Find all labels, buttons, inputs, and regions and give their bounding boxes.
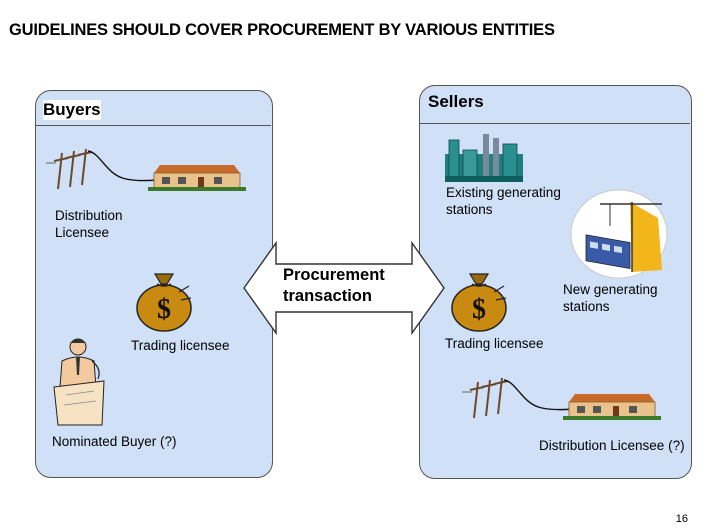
house-icon (148, 165, 246, 191)
svg-text:$: $ (157, 294, 171, 325)
speaker-at-podium-icon (53, 338, 105, 426)
new-generating-stations-label: New generating stations (563, 282, 658, 314)
power-plant-icon (445, 134, 523, 182)
existing-generating-stations-label: Existing generating stations (446, 185, 561, 217)
page-number: 16 (675, 513, 688, 525)
buyer-trading-licensee-label: Trading licensee (131, 338, 230, 353)
buyers-heading: Buyers (43, 100, 101, 120)
page-title: GUIDELINES SHOULD COVER PROCUREMENT BY V… (9, 21, 555, 39)
construction-crane-icon (570, 189, 668, 279)
svg-text:$: $ (472, 294, 486, 325)
money-bag-icon: $ (451, 273, 507, 332)
money-bag-icon: $ (136, 273, 192, 332)
procurement-double-arrow (243, 240, 445, 336)
nominated-buyer-label: Nominated Buyer (?) (52, 434, 177, 449)
buyers-heading-rule (35, 125, 271, 126)
seller-trading-licensee-label: Trading licensee (445, 336, 544, 351)
sellers-heading: Sellers (428, 92, 484, 111)
house-icon (563, 394, 661, 420)
seller-distribution-licensee-label: Distribution Licensee (?) (539, 438, 685, 453)
procurement-transaction-label: Procurement transaction (283, 266, 385, 305)
sellers-heading-rule (419, 123, 690, 124)
buyer-distribution-licensee-label: Distribution Licensee (55, 208, 123, 240)
